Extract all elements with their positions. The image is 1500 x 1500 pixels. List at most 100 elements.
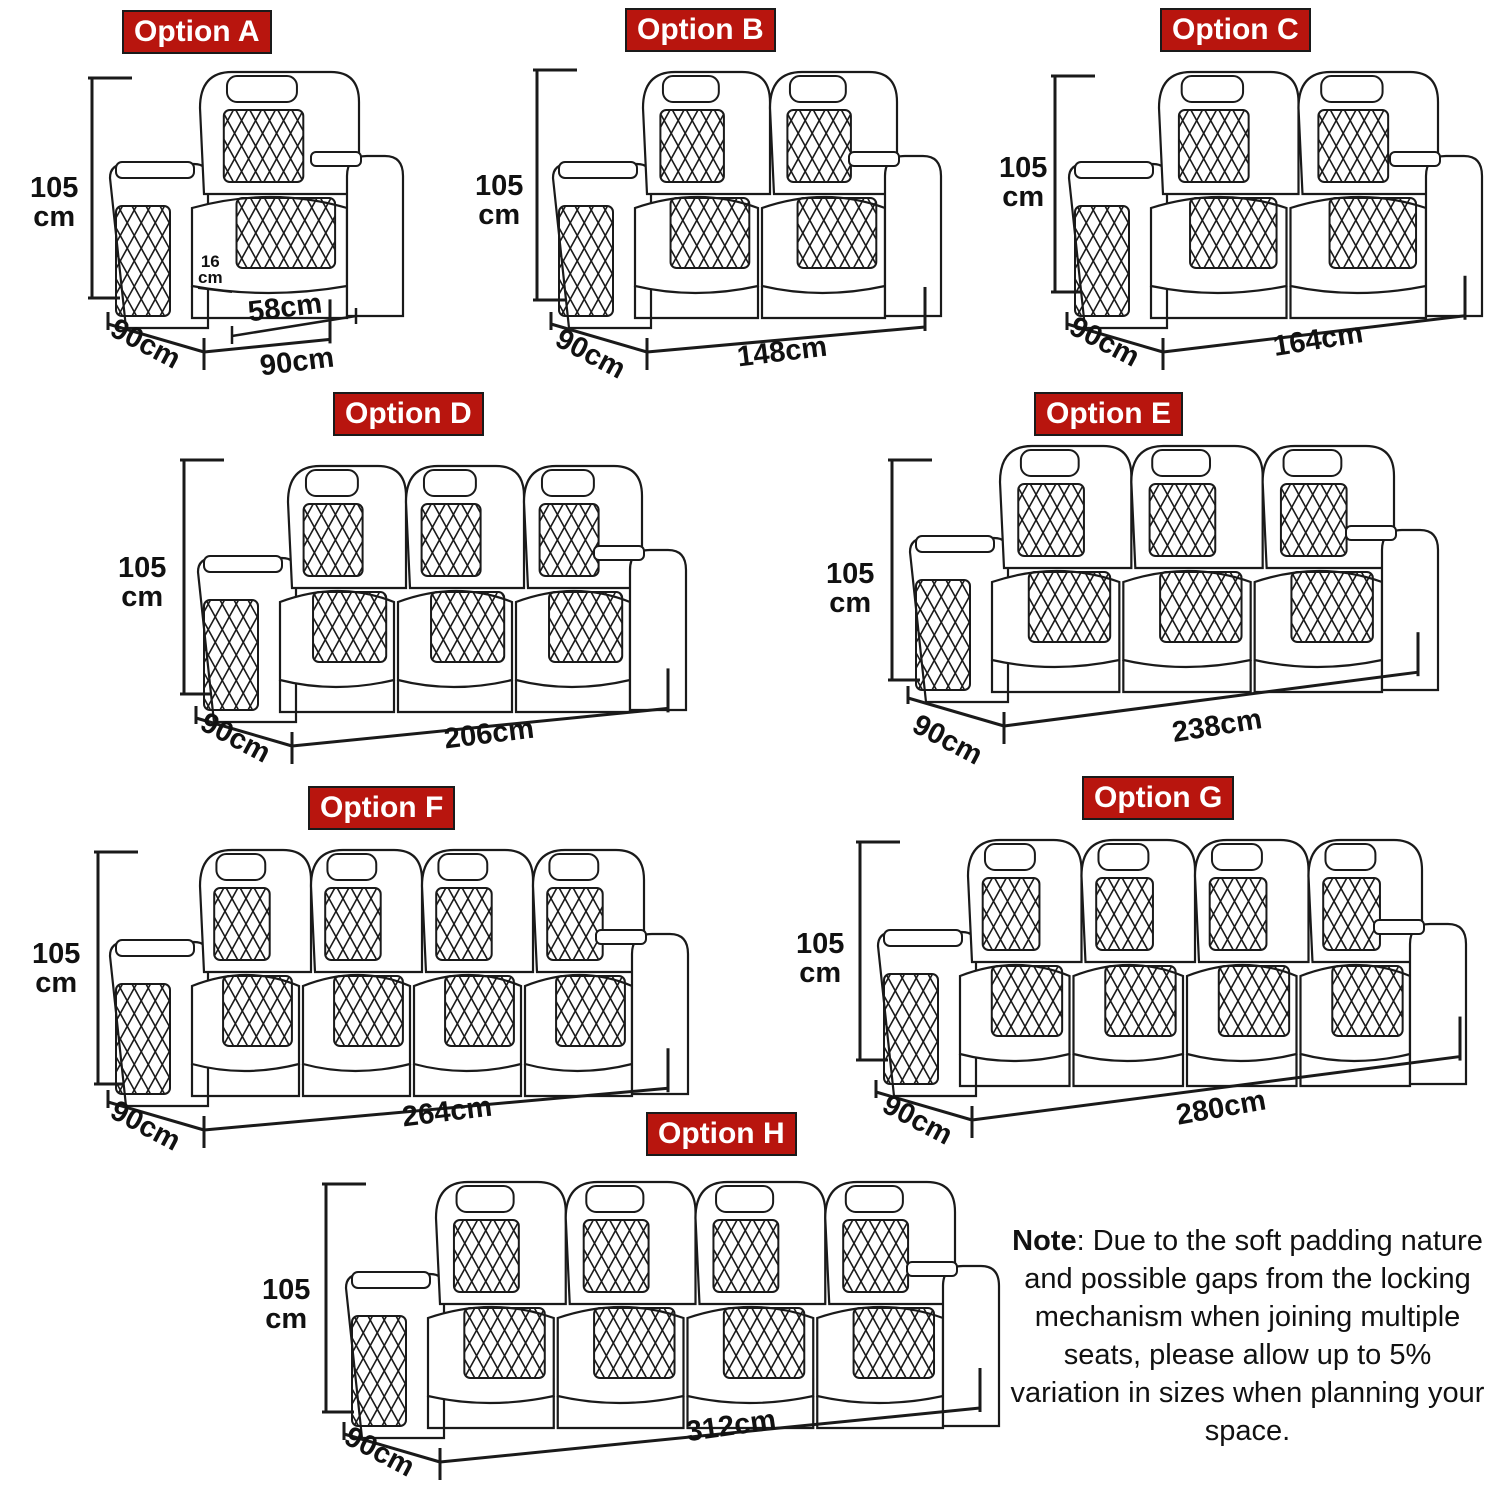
note-lead: Note: [1012, 1225, 1077, 1257]
width-dimension-line: [646, 286, 927, 354]
quilted-seat-cushion: [1027, 571, 1112, 643]
right-armrest: [310, 151, 405, 318]
quilted-seat-cushion: [722, 1307, 806, 1379]
recliner-seat-icon: [686, 1180, 827, 1430]
quilted-seat-cushion: [593, 1307, 676, 1379]
option-a-drawing: [88, 70, 405, 370]
quilted-seat-cushion: [222, 975, 293, 1047]
option-label: Option F: [308, 786, 456, 830]
width-dimension-line: [971, 1016, 1462, 1122]
note-text: : Due to the soft padding nature and pos…: [1010, 1225, 1485, 1447]
quilted-backrest: [1095, 877, 1154, 951]
quilted-backrest: [538, 503, 600, 577]
width-dimension-line: [1162, 275, 1467, 354]
quilted-backrest: [1322, 877, 1381, 951]
recliner-seat-icon: [556, 1180, 697, 1430]
height-label: 105 cm: [32, 938, 81, 999]
quilted-backrest: [222, 109, 305, 183]
option-label: Option A: [122, 10, 272, 54]
recliner-seat-icon: [1185, 838, 1310, 1088]
option-a: Option A 105 cm 16 cm 58cm 90cm 90cm: [30, 8, 410, 388]
height-label: 105 cm: [999, 152, 1048, 213]
arm-width-label: 16 cm: [198, 252, 223, 287]
quilted-side-panel: [115, 983, 171, 1095]
right-armrest: [1345, 525, 1440, 692]
recliner-seat-icon: [1072, 838, 1197, 1088]
quilted-seat-cushion: [1159, 571, 1243, 643]
quilted-seat-cushion: [312, 591, 388, 663]
option-g: Option G 105 cm 90cm 280cm: [796, 776, 1476, 1171]
depth-dimension-line: [106, 1090, 206, 1148]
quilted-backrest: [435, 887, 493, 961]
recliner-seat-icon: [990, 444, 1133, 694]
quilted-seat-cushion: [548, 591, 624, 663]
quilted-seat-cushion: [430, 591, 506, 663]
quilted-backrest: [842, 1219, 910, 1293]
option-g-drawing: [856, 838, 1468, 1138]
quilted-side-panel: [883, 973, 939, 1085]
option-label: Option E: [1034, 392, 1183, 436]
quilted-backrest: [1317, 109, 1390, 183]
height-label: 105 cm: [118, 552, 167, 613]
quilted-side-panel: [203, 599, 259, 711]
recliner-seat-icon: [958, 838, 1083, 1088]
option-f-drawing: [94, 848, 690, 1148]
quilted-seat-cushion: [1290, 571, 1374, 643]
option-label: Option C: [1160, 8, 1311, 52]
left-armrest: [1067, 161, 1169, 330]
quilted-seat-cushion: [1331, 965, 1404, 1037]
height-dimension-line: [94, 850, 138, 1086]
quilted-backrest: [1279, 483, 1348, 557]
right-armrest: [1373, 919, 1468, 1086]
height-dimension-line: [322, 1182, 366, 1414]
option-label: Option H: [646, 1112, 797, 1156]
arm-width-dimension-line: [197, 287, 233, 293]
depth-dimension-line: [874, 1080, 974, 1138]
recliner-seat-icon: [1122, 444, 1264, 694]
quilted-backrest: [712, 1219, 780, 1293]
recliner-seat-icon: [396, 464, 526, 714]
height-dimension-line: [88, 76, 132, 300]
option-label: Option D: [333, 392, 484, 436]
left-armrest: [876, 929, 978, 1098]
option-h: Option H 105 cm 90cm 312cm: [262, 1112, 1001, 1497]
depth-dimension-line: [549, 312, 649, 370]
width-dimension-line: [1003, 632, 1420, 728]
sizing-note: Note: Due to the soft padding nature and…: [1010, 1222, 1485, 1450]
option-e-drawing: [888, 444, 1440, 744]
height-dimension-line: [888, 458, 932, 682]
right-armrest: [906, 1261, 1001, 1428]
quilted-backrest: [420, 503, 482, 577]
option-d: Option D 105 cm 90cm 206cm: [118, 392, 688, 787]
left-armrest: [196, 555, 298, 724]
left-armrest: [108, 161, 210, 330]
option-b-drawing: [533, 68, 943, 370]
quilted-backrest: [582, 1219, 650, 1293]
quilted-seat-cushion: [444, 975, 515, 1047]
quilted-side-panel: [115, 205, 171, 317]
quilted-seat-cushion: [669, 197, 751, 269]
quilted-seat-cushion: [990, 965, 1064, 1037]
quilted-side-panel: [1074, 205, 1130, 317]
quilted-side-panel: [351, 1315, 407, 1427]
left-armrest: [108, 939, 210, 1108]
quilted-backrest: [981, 877, 1041, 951]
option-label: Option G: [1082, 776, 1235, 820]
right-armrest: [1389, 151, 1484, 318]
height-label: 105 cm: [30, 172, 79, 233]
recliner-seat-icon: [426, 1180, 567, 1430]
right-armrest: [848, 151, 943, 318]
option-f: Option F 105 cm 90cm 264cm: [32, 786, 690, 1181]
depth-dimension-line: [194, 706, 294, 764]
quilted-backrest: [1017, 483, 1085, 557]
quilted-seat-cushion: [1189, 197, 1278, 269]
right-armrest: [595, 929, 690, 1096]
recliner-seat-icon: [1299, 838, 1424, 1088]
depth-dimension-line: [106, 312, 206, 370]
seat-width-dimension-line: [230, 308, 358, 344]
quilted-seat-cushion: [1328, 197, 1418, 269]
quilted-backrest: [1208, 877, 1268, 951]
option-b: Option B 105 cm 90cm 148cm: [475, 8, 945, 393]
recliner-seat-icon: [633, 70, 772, 320]
recliner-seat-icon: [1149, 70, 1300, 320]
